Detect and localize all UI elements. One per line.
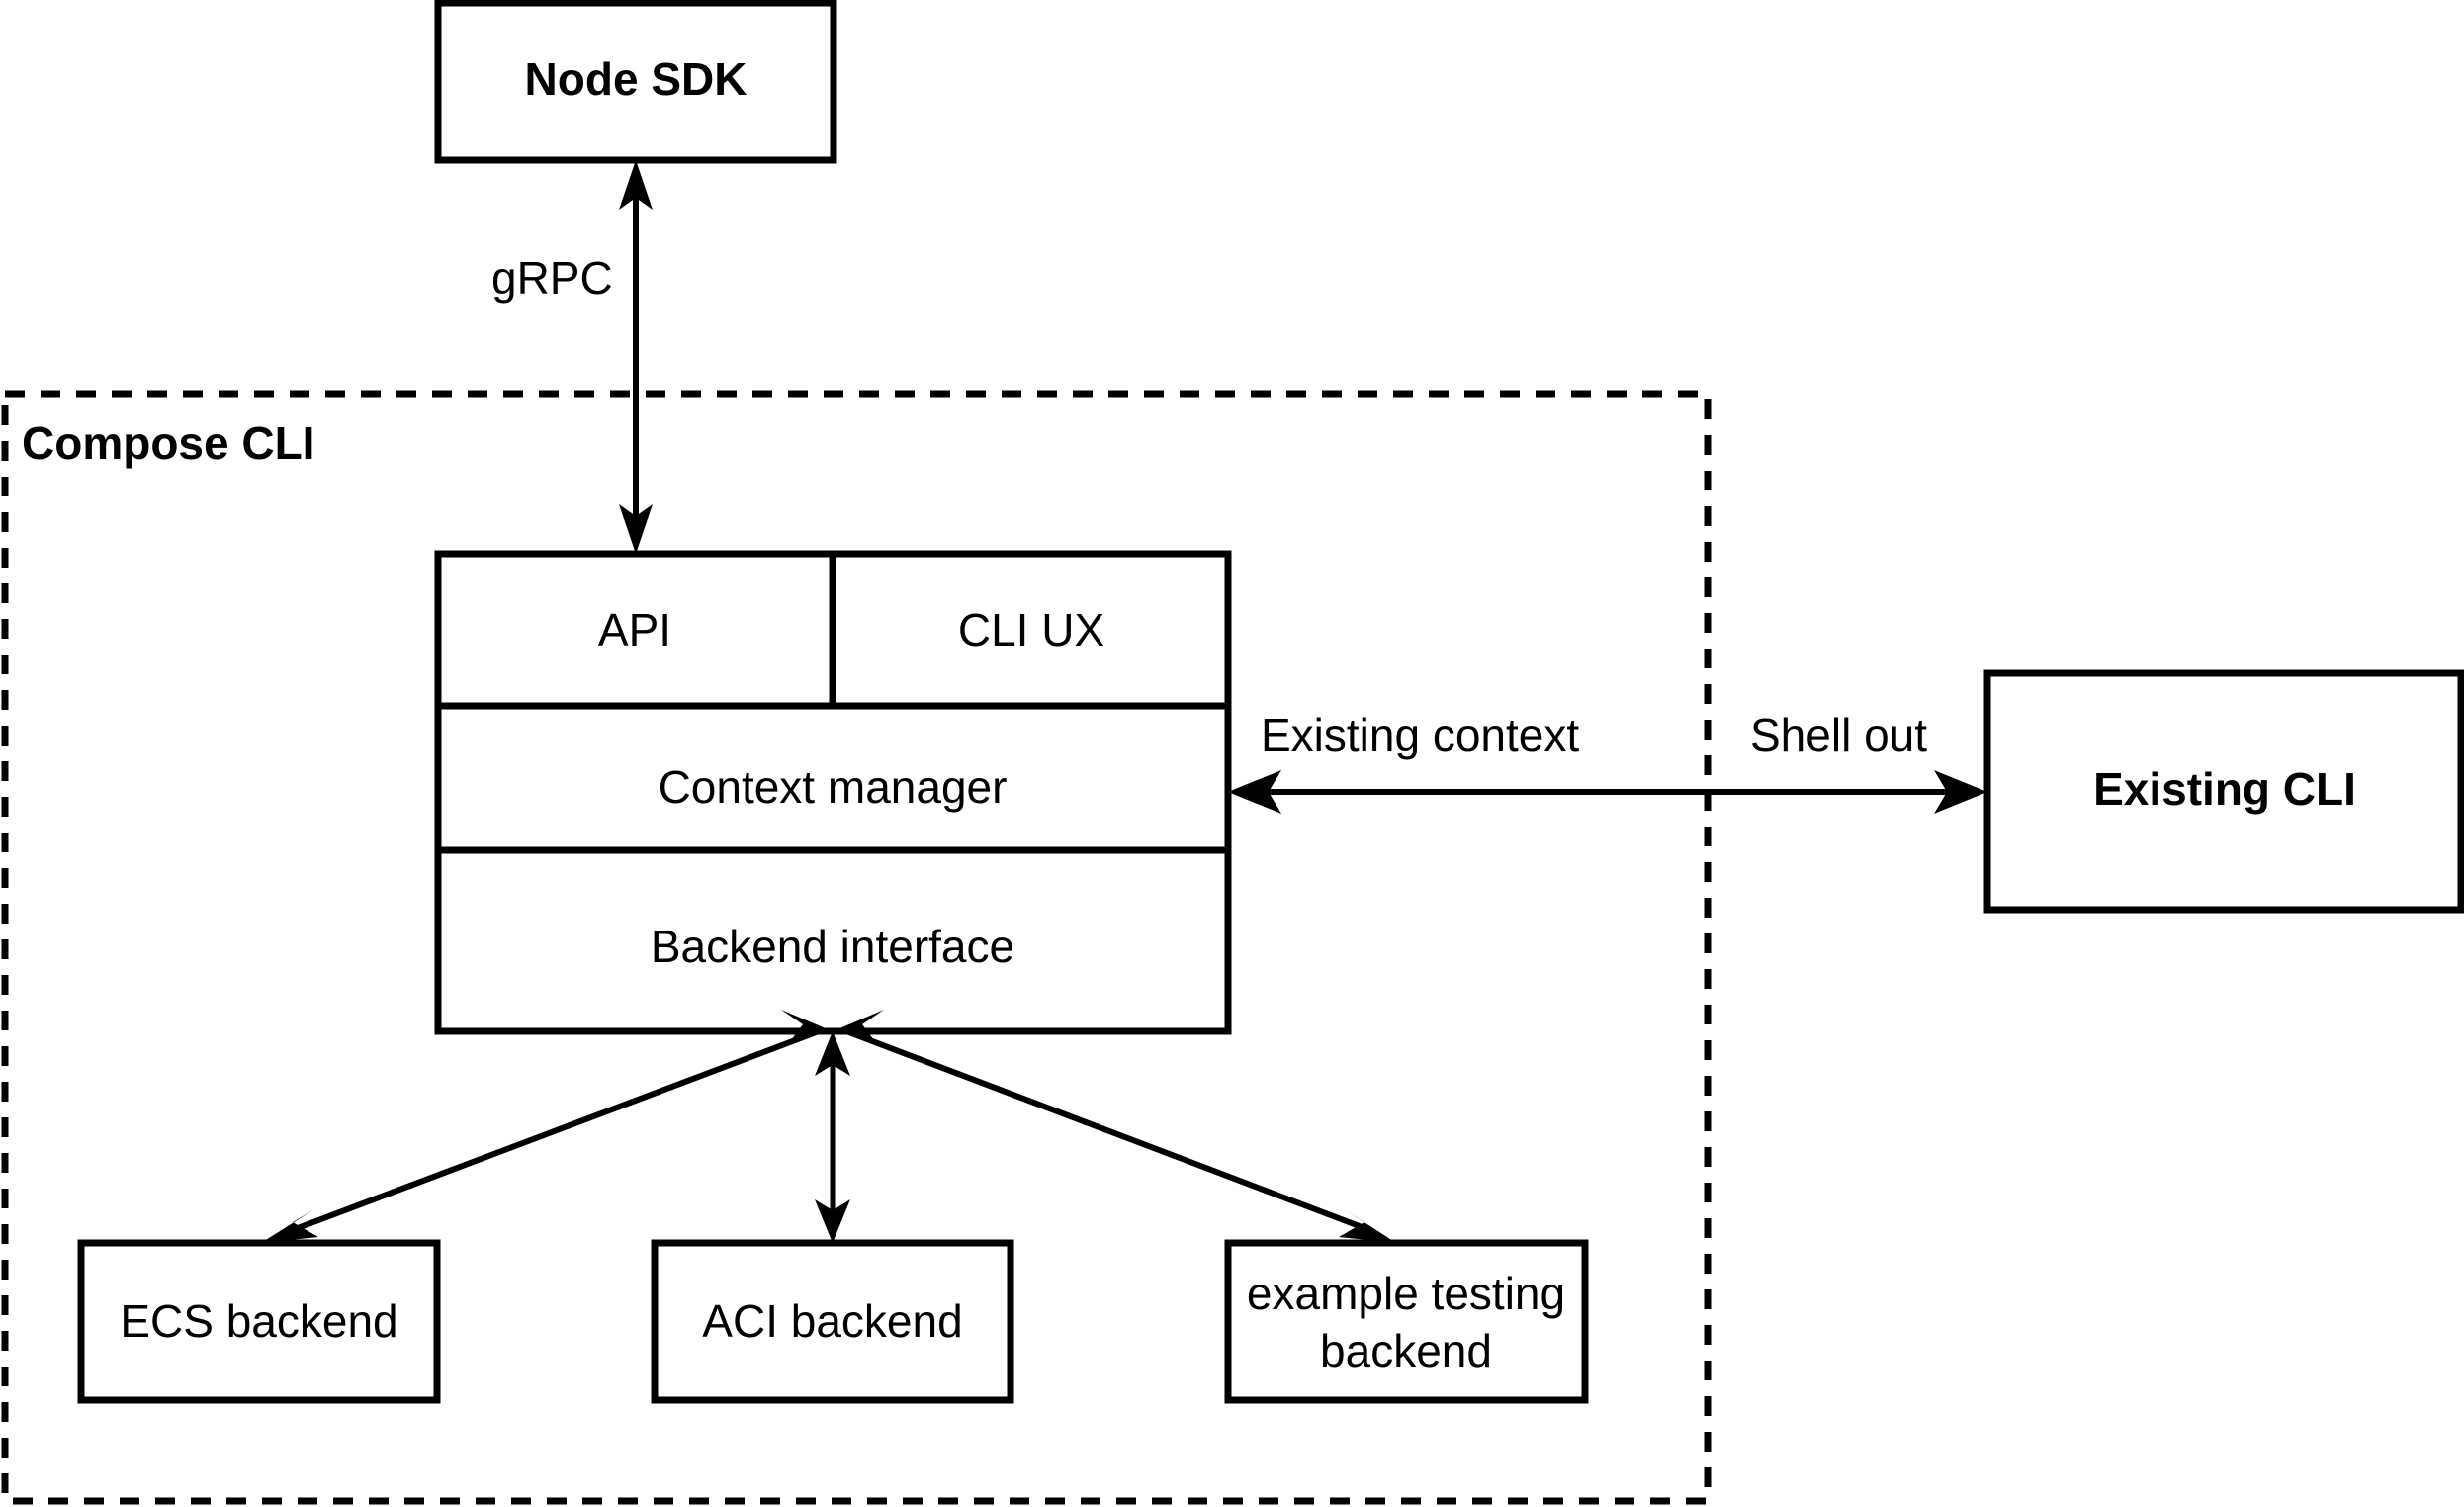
compose-cli-group-label: Compose CLI — [22, 417, 314, 469]
backend-to-example-line — [844, 1028, 1374, 1234]
ecs-backend-label: ECS backend — [120, 1295, 397, 1347]
grpc-edge-label: gRPC — [491, 252, 613, 304]
example-testing-backend-label-line2: backend — [1320, 1325, 1492, 1376]
example-testing-backend-label-line1: example testing — [1247, 1268, 1565, 1319]
compose-cli-group-border — [1, 390, 1712, 1505]
backend-to-example-arrow-head — [1339, 1208, 1396, 1243]
api-cell-label[interactable]: API — [598, 604, 671, 656]
cli-ux-cell-label[interactable]: CLI UX — [958, 604, 1104, 656]
node-sdk-box[interactable] — [434, 0, 837, 164]
ecs-to-backend-arrow-head — [781, 1010, 833, 1040]
grpc-arrow-head-down — [619, 504, 653, 554]
example-to-backend-arrow-head — [833, 1010, 884, 1040]
ecs-backend-box[interactable] — [77, 1239, 441, 1404]
existing-cli-label: Existing CLI — [2093, 763, 2356, 815]
existing-context-arrow-head — [1228, 770, 1281, 814]
grpc-arrow-head-up — [619, 160, 653, 210]
aci-backend-box[interactable] — [651, 1239, 1014, 1404]
example-testing-backend-box[interactable] — [1224, 1239, 1589, 1404]
backend-to-ecs-arrow-head — [261, 1209, 318, 1243]
aci-to-backend-arrow-head — [815, 1031, 850, 1076]
existing-context-edge-label: Existing context — [1261, 709, 1579, 760]
shell-out-edge-label: Shell out — [1750, 709, 1927, 760]
backend-to-aci-arrow-head — [815, 1199, 850, 1243]
node-sdk-label: Node SDK — [525, 53, 748, 105]
backend-to-ecs-line — [280, 1028, 821, 1237]
aci-backend-label: ACI backend — [702, 1295, 962, 1347]
backend-interface-cell-label[interactable]: Backend interface — [651, 921, 1014, 972]
shell-out-arrow-head — [1934, 770, 1987, 814]
existing-cli-box[interactable] — [1983, 669, 2464, 914]
context-manager-cell-label[interactable]: Context manager — [659, 761, 1008, 813]
